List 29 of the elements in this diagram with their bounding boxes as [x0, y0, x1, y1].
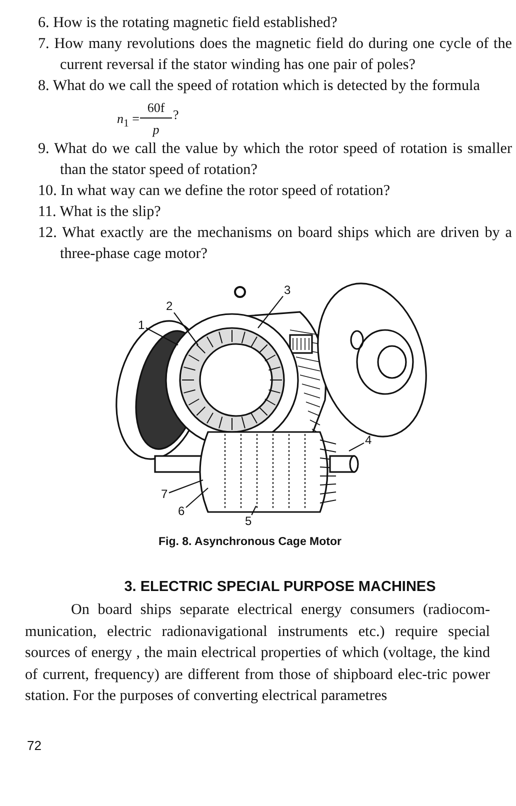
leader-line: [168, 479, 204, 494]
formula-text: 60f: [146, 99, 166, 117]
page-number: 72: [27, 737, 42, 755]
leader-line: [186, 488, 208, 508]
leader-line: [174, 312, 198, 346]
question-text: 6. How is the rotating magnetic field established?: [38, 14, 338, 33]
callout-number: 5: [244, 515, 253, 528]
leader-line: [146, 327, 178, 346]
callout-number: 3: [283, 284, 292, 297]
callout-number: 6: [177, 505, 186, 518]
callout-number: 4: [364, 434, 373, 447]
paragraph-text: On board ships separate electrical energy consumers (radiocom-munication, electric radionavigational instruments etc.) require special sources of energy , the main electrical properties of which (voltage, the kind of current, frequency) are different from those of shipboard elec-tric power station. For the purposes of converting electrical parametres: [25, 601, 490, 706]
question-text: 9. What do we call the value by which the rotor speed of rotation is smaller than the stator speed of rotation?: [38, 140, 512, 180]
callout-number: 1: [137, 319, 146, 332]
question-text: 7. How many revolutions does the magnetic field do during one cycle of the current reversal if the stator winding has one pair of poles?: [38, 35, 512, 75]
figure-caption: Fig. 8. Asynchronous Cage Motor: [158, 535, 342, 549]
formula-text: p: [151, 121, 160, 139]
question-text: 10. In what way can we define the rotor speed of rotation?: [38, 182, 392, 201]
leader-line: [348, 442, 364, 452]
question-text: 12. What exactly are the mechanisms on board ships which are driven by a three-phase cage motor?: [38, 224, 512, 264]
formula-text: ?: [173, 106, 179, 124]
section-heading: 3. ELECTRIC SPECIAL PURPOSE MACHINES: [123, 578, 437, 597]
callout-number: 2: [165, 300, 174, 313]
leader-line: [251, 506, 256, 516]
question-text: 11. What is the slip?: [38, 203, 162, 222]
callout-number: 7: [160, 488, 169, 501]
leader-line: [258, 296, 284, 328]
formula-text: n$_{1}$ =: [117, 110, 140, 132]
question-text: 8. What do we call the speed of rotation which is detected by the formula: [38, 77, 481, 96]
